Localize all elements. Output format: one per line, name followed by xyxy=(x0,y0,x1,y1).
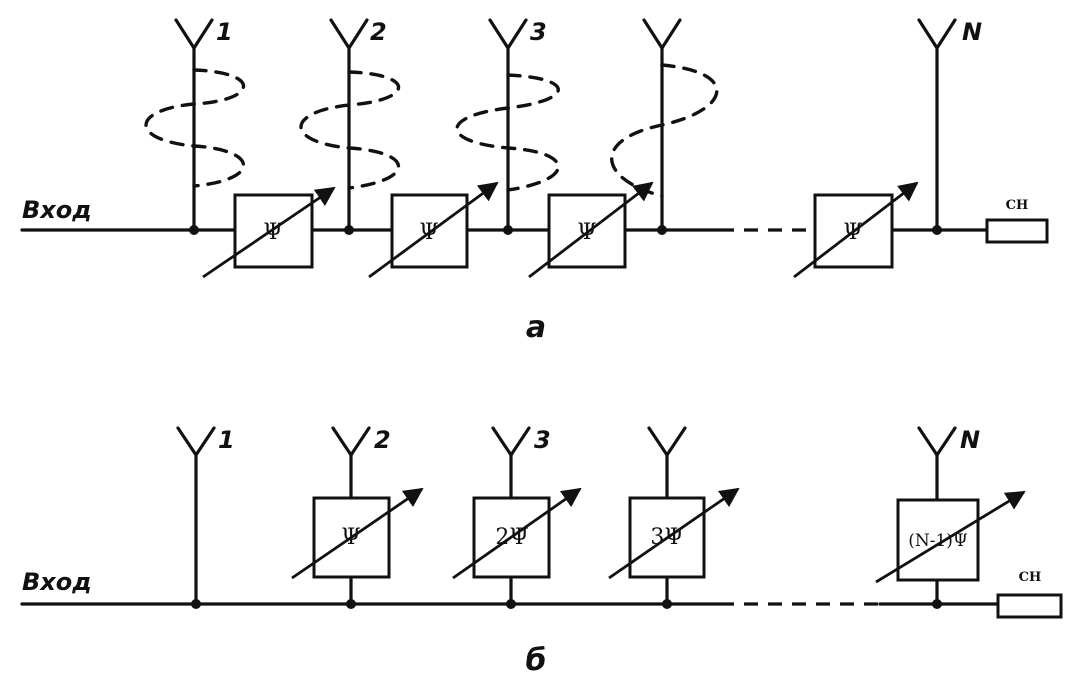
antenna-label-n-b: N xyxy=(960,426,980,454)
antenna-2-a xyxy=(329,18,369,235)
load-label-b: СН xyxy=(1019,570,1042,585)
matched-load-b: СН xyxy=(996,570,1063,619)
phase-shifter-label-2-b: 2Ψ xyxy=(495,525,528,550)
antenna-n-b xyxy=(917,426,957,609)
antenna-label-3-a: 3 xyxy=(530,18,547,46)
caption-b: б xyxy=(526,643,547,678)
phase-shifter-label-n-b: (N-1)Ψ xyxy=(908,531,968,551)
antenna-label-2-b: 2 xyxy=(374,426,391,454)
antenna-label-1-b: 1 xyxy=(218,426,235,454)
diagram-b: Вход 1 2 3 xyxy=(20,426,1063,678)
caption-a: а xyxy=(526,310,546,345)
antenna-4-a xyxy=(642,18,682,235)
phase-shifter-2-a: Ψ xyxy=(368,181,499,279)
antenna-label-3-b: 3 xyxy=(534,426,551,454)
antenna-label-n-a: N xyxy=(962,18,982,46)
phase-shifter-3-a: Ψ xyxy=(528,181,654,279)
radiation-pattern-1 xyxy=(144,68,245,188)
antenna-3-a xyxy=(488,18,528,235)
input-label-a: Вход xyxy=(22,196,92,224)
input-label-b: Вход xyxy=(22,568,92,596)
antenna-4-b xyxy=(647,426,687,609)
load-label-a: СН xyxy=(1006,198,1029,213)
radiation-pattern-3 xyxy=(455,73,560,192)
phase-shifter-label-3-b: 3Ψ xyxy=(650,525,683,550)
phase-shifter-2-b: 2Ψ xyxy=(452,487,582,580)
phase-shifter-3-b: 3Ψ xyxy=(608,487,740,580)
antenna-2-b xyxy=(331,426,371,609)
phase-shifter-label-1-b: Ψ xyxy=(341,525,360,550)
diagram-a: Вход 1 2 3 xyxy=(20,18,1049,345)
antenna-label-2-a: 2 xyxy=(370,18,387,46)
antenna-1-b xyxy=(176,426,216,609)
phase-shifter-label-1-a: Ψ xyxy=(263,220,282,245)
phase-shifter-1-b: Ψ xyxy=(291,487,424,580)
phase-shifter-n-a: Ψ xyxy=(793,181,919,279)
antenna-3-b xyxy=(491,426,531,609)
phase-shifter-label-3-a: Ψ xyxy=(577,220,596,245)
phase-shifter-1-a: Ψ xyxy=(202,186,336,279)
antenna-n-a xyxy=(917,18,957,235)
antenna-label-1-a: 1 xyxy=(216,18,233,46)
phase-shifter-label-2-a: Ψ xyxy=(419,220,438,245)
phase-shifter-label-n-a: Ψ xyxy=(843,220,862,245)
radiation-pattern-2 xyxy=(299,70,400,190)
radiation-pattern-4 xyxy=(610,63,719,198)
matched-load-a: СН xyxy=(985,198,1049,244)
antenna-1-a xyxy=(174,18,214,235)
phase-shifter-n-b: (N-1)Ψ xyxy=(875,490,1026,584)
